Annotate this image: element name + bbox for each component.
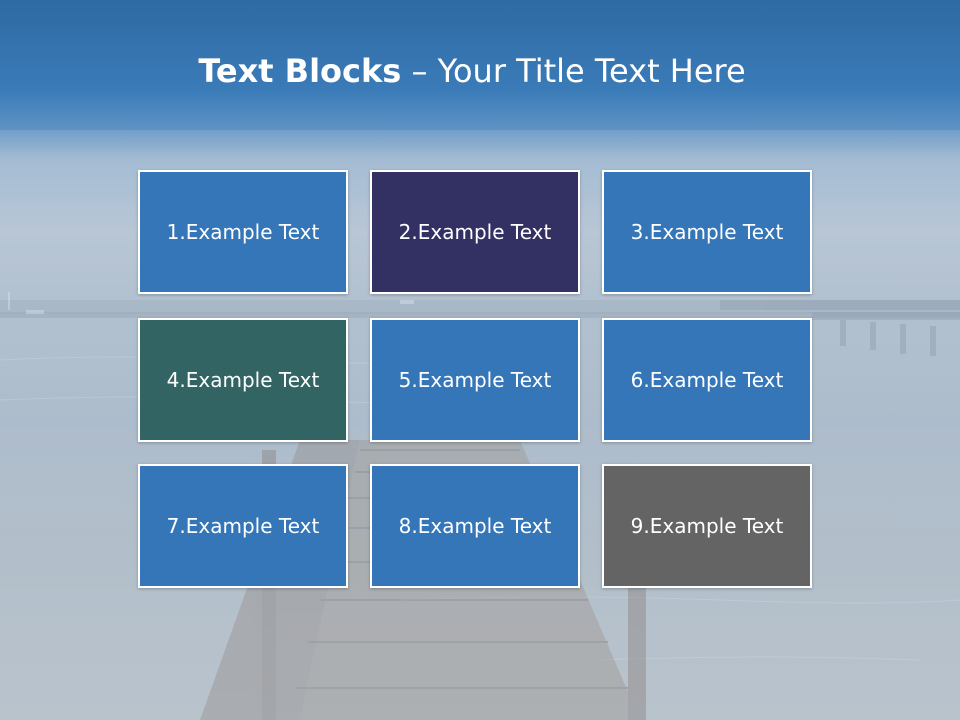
text-block-6[interactable]: 6.Example Text [602, 318, 812, 442]
text-block-label: 2.Example Text [398, 220, 552, 244]
text-block-5[interactable]: 5.Example Text [370, 318, 580, 442]
text-blocks-grid: 1.Example Text 2.Example Text 3.Example … [138, 170, 816, 594]
text-block-label: 7.Example Text [166, 514, 320, 538]
text-block-label: 3.Example Text [630, 220, 784, 244]
text-block-3[interactable]: 3.Example Text [602, 170, 812, 294]
title-bold-part: Text Blocks [198, 52, 402, 90]
text-block-1[interactable]: 1.Example Text [138, 170, 348, 294]
title-dash: – [401, 52, 438, 90]
text-block-8[interactable]: 8.Example Text [370, 464, 580, 588]
text-block-7[interactable]: 7.Example Text [138, 464, 348, 588]
text-block-label: 6.Example Text [630, 368, 784, 392]
text-block-9[interactable]: 9.Example Text [602, 464, 812, 588]
text-block-label: 1.Example Text [166, 220, 320, 244]
text-block-label: 4.Example Text [166, 368, 320, 392]
text-block-2[interactable]: 2.Example Text [370, 170, 580, 294]
text-block-label: 8.Example Text [398, 514, 552, 538]
text-block-label: 5.Example Text [398, 368, 552, 392]
text-block-4[interactable]: 4.Example Text [138, 318, 348, 442]
text-block-label: 9.Example Text [630, 514, 784, 538]
title-regular-part: Your Title Text Here [437, 52, 746, 90]
slide-title: Text Blocks – Your Title Text Here [0, 52, 944, 90]
